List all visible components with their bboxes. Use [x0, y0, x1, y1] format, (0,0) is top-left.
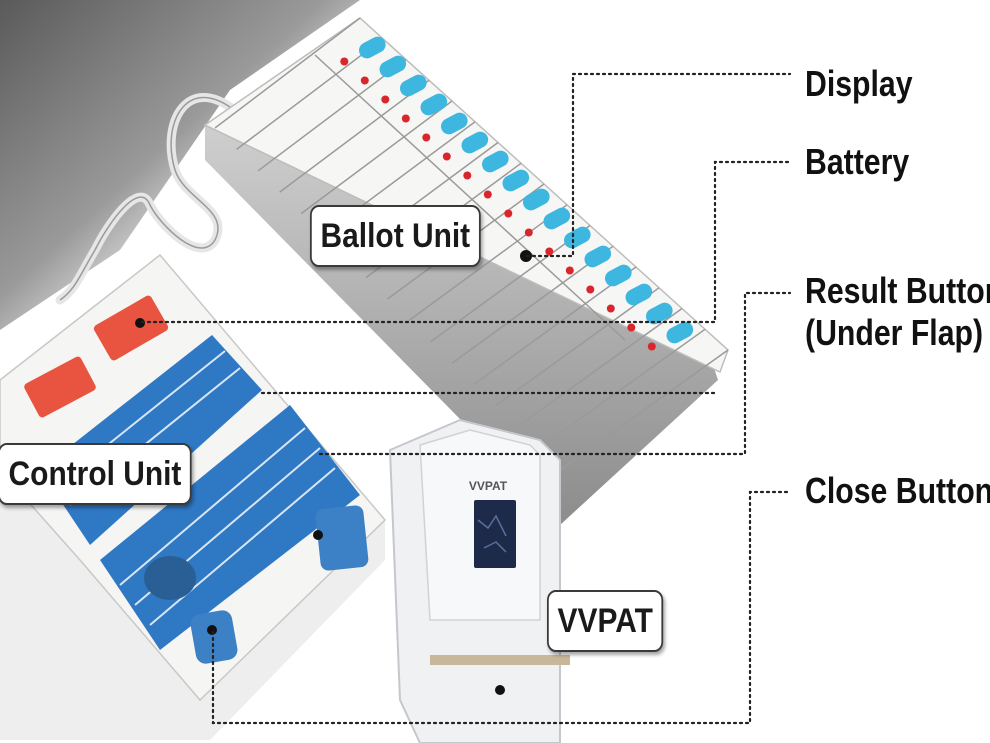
- candidate-led: [627, 323, 636, 332]
- close-button-label: Close Button: [805, 470, 990, 511]
- candidate-led: [422, 133, 431, 142]
- candidate-button: [502, 169, 530, 192]
- candidate-led: [545, 247, 554, 256]
- candidate-button: [646, 302, 673, 325]
- leader-battery: [140, 160, 792, 324]
- candidate-button: [359, 36, 386, 59]
- candidate-led: [524, 228, 533, 237]
- candidate-button: [420, 93, 448, 116]
- close-button: [190, 610, 238, 664]
- candidate-button: [482, 150, 509, 173]
- control-unit-tag: Control Unit: [0, 443, 192, 505]
- candidate-button: [666, 321, 694, 344]
- candidate-button: [564, 226, 591, 249]
- candidate-led: [381, 95, 390, 104]
- leader-close-button: [211, 490, 792, 725]
- candidate-led: [565, 266, 574, 275]
- result-button-label-line1: Result Button: [805, 270, 990, 311]
- candidate-button: [400, 74, 427, 97]
- candidate-led: [463, 171, 472, 180]
- candidate-button: [605, 264, 632, 287]
- leader-display: [525, 72, 792, 258]
- vvpat-unit: VVPAT: [388, 418, 570, 743]
- vvpat-screen: [474, 500, 516, 568]
- candidate-button: [441, 112, 468, 135]
- result-button-label: Result Button (Under Flap): [805, 270, 990, 355]
- result-point: [313, 530, 323, 540]
- candidate-buttons: [340, 36, 694, 351]
- vvpat-paper-slot: [430, 655, 570, 665]
- candidate-led: [483, 190, 492, 199]
- display-panel-right: [93, 295, 169, 361]
- battery-point: [135, 318, 145, 328]
- candidate-led: [401, 114, 410, 123]
- leader-result-button: [318, 291, 792, 456]
- candidate-led: [647, 342, 656, 351]
- close-point: [207, 625, 217, 635]
- candidate-led: [586, 285, 595, 294]
- candidate-led: [606, 304, 615, 313]
- result-button: [315, 505, 369, 571]
- ballot-button: [144, 556, 196, 600]
- ballot-unit-tag: Ballot Unit: [310, 205, 481, 267]
- background-shadow: [0, 0, 360, 330]
- candidate-led: [360, 76, 369, 85]
- vvpat-point: [495, 685, 505, 695]
- candidate-button: [523, 188, 550, 211]
- candidate-button: [625, 283, 653, 306]
- vvpat-face-label: VVPAT: [469, 479, 508, 493]
- vvpat-tag: VVPAT: [547, 590, 664, 652]
- candidate-button: [379, 55, 407, 78]
- callout-leaders: [140, 72, 792, 725]
- display-label: Display: [805, 63, 913, 104]
- candidate-button: [461, 131, 489, 154]
- battery-label: Battery: [805, 141, 910, 182]
- candidate-button: [584, 245, 612, 268]
- result-button-label-line2: (Under Flap): [805, 312, 984, 354]
- candidate-led: [504, 209, 513, 218]
- display-panel-left: [24, 356, 96, 418]
- candidate-led: [442, 152, 451, 161]
- candidate-led: [340, 57, 349, 66]
- candidate-button: [543, 207, 571, 230]
